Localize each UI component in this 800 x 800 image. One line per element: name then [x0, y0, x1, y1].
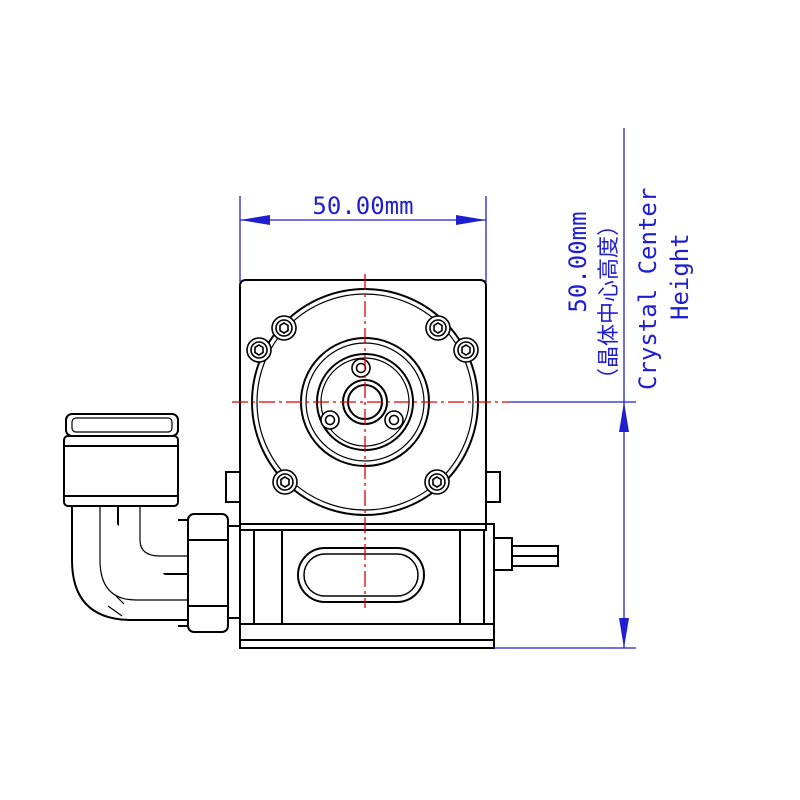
hex-screw-icon — [272, 469, 298, 495]
mount-body — [225, 279, 559, 649]
height-caption-english-line1: Crystal Center — [634, 188, 662, 390]
hex-screw-icon — [246, 337, 272, 363]
hex-screw-icon — [424, 469, 450, 495]
height-caption-english-line2: Height — [666, 233, 694, 320]
arrow-down-icon — [619, 618, 629, 648]
height-dimension-label: 50.00mm — [564, 211, 592, 312]
screw-icon — [351, 358, 371, 378]
arrow-right-icon — [456, 215, 486, 225]
screw-icon — [384, 410, 404, 430]
hex-screw-icon — [425, 315, 451, 341]
hex-screw-icon — [271, 315, 297, 341]
plate-screws — [246, 315, 479, 495]
screw-icon — [320, 410, 340, 430]
centerlines — [232, 274, 510, 608]
pneumatic-fitting — [63, 413, 241, 633]
arrow-up-icon — [619, 402, 629, 432]
height-caption-chinese: （晶体中心高度） — [597, 214, 622, 390]
arrow-left-icon — [240, 215, 270, 225]
width-dimension-label: 50.00mm — [312, 192, 413, 220]
hex-screw-icon — [453, 337, 479, 363]
dimension-arrows — [240, 215, 629, 648]
holder-screws — [320, 358, 404, 430]
dimension-lines — [239, 128, 636, 649]
